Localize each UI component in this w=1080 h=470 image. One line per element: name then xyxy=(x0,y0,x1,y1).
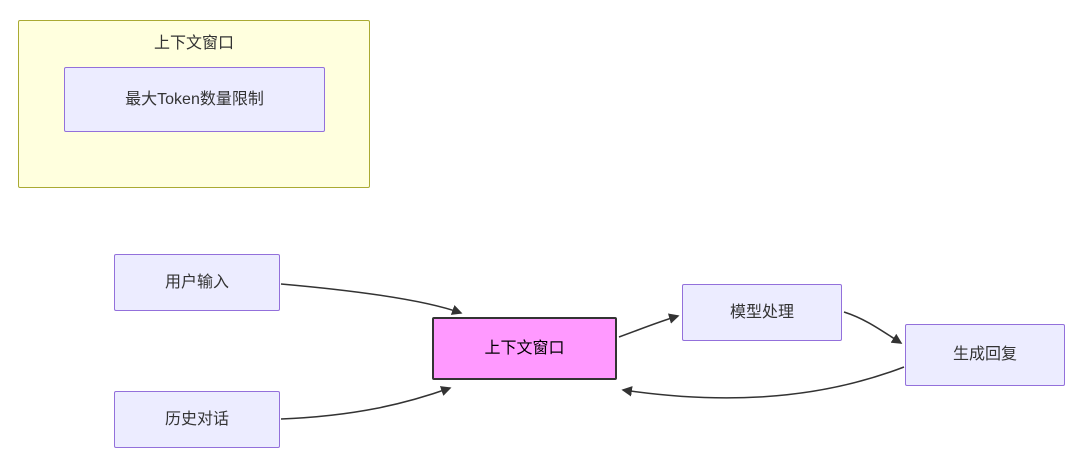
edge-context-to-model xyxy=(618,313,680,338)
node-max-token-limit: 最大Token数量限制 xyxy=(64,67,325,132)
node-history-dialogue: 历史对话 xyxy=(114,391,280,448)
edge-model-to-reply xyxy=(843,311,903,344)
node-user-input: 用户输入 xyxy=(114,254,280,311)
node-generate-reply-label: 生成回复 xyxy=(952,346,1017,364)
subgraph-title: 上下文窗口 xyxy=(153,35,234,52)
node-history-dialogue-label: 历史对话 xyxy=(164,410,229,428)
node-model-processing: 模型处理 xyxy=(682,284,842,341)
edge-reply-to-context xyxy=(621,366,905,399)
edge-history-to-context xyxy=(280,386,452,420)
node-context-window: 上下文窗口 xyxy=(432,317,617,380)
node-model-processing-label: 模型处理 xyxy=(729,303,794,321)
node-max-token-limit-label: 最大Token数量限制 xyxy=(125,90,264,108)
node-context-window-label: 上下文窗口 xyxy=(484,339,565,357)
edge-user-input-to-context xyxy=(280,283,463,315)
node-user-input-label: 用户输入 xyxy=(164,273,229,291)
node-generate-reply: 生成回复 xyxy=(905,324,1065,386)
